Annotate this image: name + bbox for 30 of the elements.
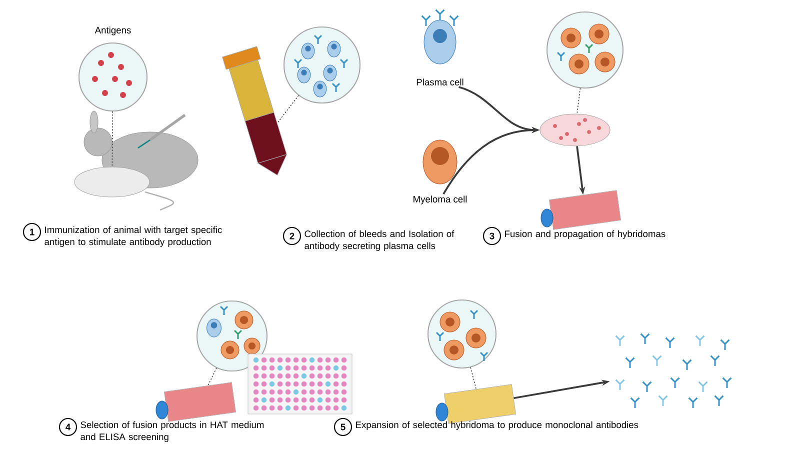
antibodies-drawing <box>615 333 732 409</box>
step-caption: Expansion of selected hybridoma to produce monoclonal antibodies <box>356 421 638 430</box>
magnified-view <box>283 26 361 104</box>
magnified-view <box>196 300 268 372</box>
plasma-cell-drawing: Plasma cell <box>416 9 464 86</box>
petri-dish-drawing <box>540 114 610 146</box>
step-number: 2 <box>282 226 302 246</box>
myeloma-cell-drawing: Myeloma cell <box>414 140 467 204</box>
zoom-line <box>276 95 299 124</box>
magnified-view <box>546 11 624 89</box>
step-number: 5 <box>334 418 352 436</box>
step-number: 1 <box>22 222 42 242</box>
flask-drawing <box>156 382 236 422</box>
step-caption: Selection of fusion products in HAT medium and ELISA screening <box>80 421 264 442</box>
well-plate-drawing <box>248 354 352 414</box>
magnified-view <box>427 299 497 369</box>
magnified-view: Antigens <box>78 26 148 112</box>
step-caption: Collection of bleeds and Isolation of antibody secreting plasma cells <box>304 230 454 251</box>
node-label: Plasma cell <box>416 78 464 86</box>
flask-drawing <box>540 190 622 230</box>
step-number: 4 <box>58 418 78 436</box>
zoom-line <box>470 367 477 390</box>
step-number: 3 <box>482 226 502 246</box>
zoom-line <box>208 368 217 386</box>
step-caption: Immunization of animal with target specific antigen to stimulate antibody production <box>44 226 222 247</box>
animals-drawing <box>74 110 198 211</box>
zoom-line <box>112 111 114 168</box>
node-label: Antigens <box>94 26 131 36</box>
node-label: Myeloma cell <box>414 196 467 204</box>
zoom-line <box>576 88 581 114</box>
